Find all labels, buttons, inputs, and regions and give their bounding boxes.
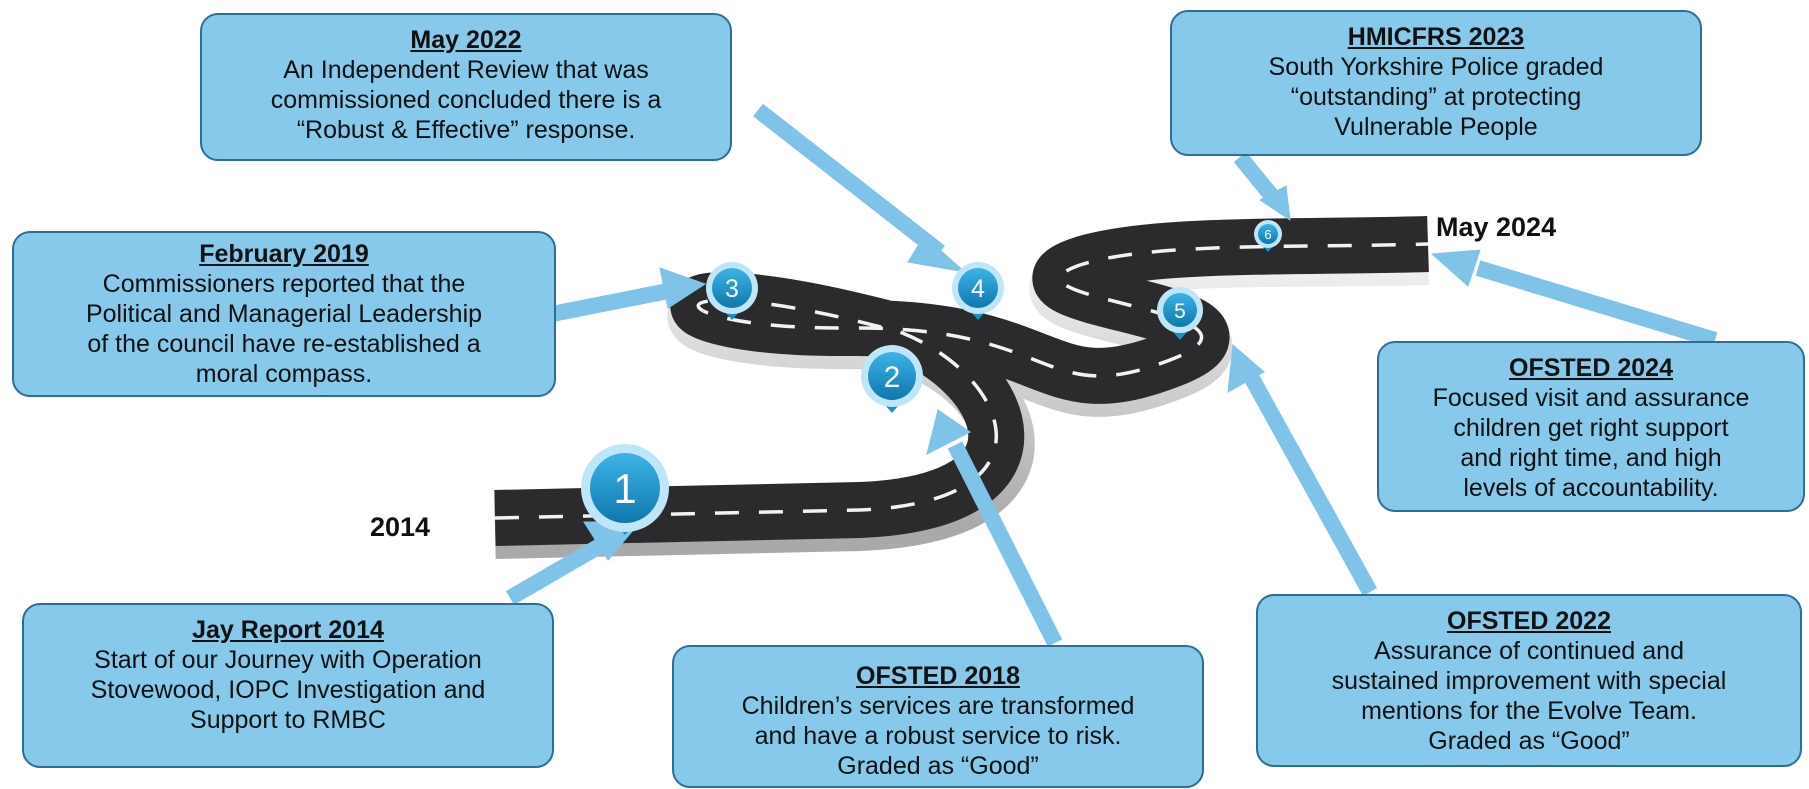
milestone-box-hmicfrs-2023: HMICFRS 2023 South Yorkshire Police grad… xyxy=(1170,10,1702,156)
milestone-text-line: Children’s services are transformed xyxy=(741,692,1135,720)
milestone-title: May 2022 xyxy=(410,26,522,54)
location-pin-3: 3 xyxy=(706,262,758,320)
milestone-box-ofsted-2022: OFSTED 2022 Assurance of continued and s… xyxy=(1256,594,1802,767)
milestone-text-line: South Yorkshire Police graded xyxy=(1268,53,1604,81)
milestone-text-line: and right time, and high xyxy=(1460,444,1722,472)
milestone-title: OFSTED 2022 xyxy=(1447,607,1611,635)
start-label: 2014 xyxy=(370,512,431,542)
milestone-text-line: and have a robust service to risk. xyxy=(754,722,1122,750)
milestone-text-line: Graded as “Good” xyxy=(1428,727,1630,755)
arrow-3 xyxy=(550,267,707,322)
milestone-text-line: moral compass. xyxy=(195,360,373,388)
milestone-text-line: Commissioners reported that the xyxy=(102,270,466,298)
milestone-text-line: Support to RMBC xyxy=(190,706,386,734)
pin-number: 3 xyxy=(725,275,739,303)
milestone-text-line: Political and Managerial Leadership xyxy=(85,300,483,328)
milestone-text-line: “Robust & Effective” response. xyxy=(296,116,636,144)
arrow-6 xyxy=(1233,151,1291,222)
road-centre-line xyxy=(494,242,1429,520)
milestone-text-line: of the council have re-established a xyxy=(87,330,481,358)
milestone-title: OFSTED 2018 xyxy=(856,662,1020,690)
pin-number: 1 xyxy=(613,465,636,512)
milestone-box-ofsted-2024: OFSTED 2024 Focused visit and assurance … xyxy=(1377,341,1805,512)
milestone-text-line: Start of our Journey with Operation xyxy=(94,646,482,674)
milestone-text-line: “outstanding” at protecting xyxy=(1290,83,1582,111)
milestone-text-line: commissioned concluded there is a xyxy=(270,86,662,114)
milestone-box-jay-report-2014: Jay Report 2014 Start of our Journey wit… xyxy=(22,603,554,768)
pin-number: 5 xyxy=(1174,300,1186,323)
milestone-text-line: Assurance of continued and xyxy=(1374,637,1684,665)
milestone-text-line: Stovewood, IOPC Investigation and xyxy=(90,676,486,704)
location-pin-2: 2 xyxy=(861,345,923,413)
location-pin-1: 1 xyxy=(581,444,669,535)
pin-number: 2 xyxy=(884,361,901,394)
location-pin-5: 5 xyxy=(1157,287,1203,340)
milestone-text-line: mentions for the Evolve Team. xyxy=(1361,697,1697,725)
milestone-title: HMICFRS 2023 xyxy=(1347,23,1525,51)
arrow-2 xyxy=(926,409,1063,647)
milestone-text-line: levels of accountability. xyxy=(1463,474,1719,502)
milestone-text-line: Vulnerable People xyxy=(1334,113,1538,141)
milestone-text-line: children get right support xyxy=(1453,414,1729,442)
milestone-text-line: Graded as “Good” xyxy=(837,752,1039,780)
milestone-box-may-2022: May 2022 An Independent Review that was … xyxy=(200,13,732,161)
arrow-7 xyxy=(1430,249,1718,348)
milestone-title: February 2019 xyxy=(199,240,369,268)
milestone-box-ofsted-2018: OFSTED 2018 Children’s services are tran… xyxy=(672,645,1204,788)
pin-number: 6 xyxy=(1264,227,1271,242)
milestone-box-february-2019: February 2019 Commissioners reported tha… xyxy=(12,231,556,397)
location-pin-6: 6 xyxy=(1254,220,1282,252)
milestone-title: OFSTED 2024 xyxy=(1509,354,1673,382)
milestone-title: Jay Report 2014 xyxy=(192,616,384,644)
location-pin-4: 4 xyxy=(952,262,1004,320)
arrow-4 xyxy=(753,103,967,273)
milestone-text-line: sustained improvement with special xyxy=(1331,667,1727,695)
arrow-5 xyxy=(1227,343,1378,596)
milestone-text-line: Focused visit and assurance xyxy=(1432,384,1750,412)
pin-number: 4 xyxy=(971,275,985,303)
milestone-text-line: An Independent Review that was xyxy=(283,56,649,84)
end-label: May 2024 xyxy=(1436,212,1557,242)
